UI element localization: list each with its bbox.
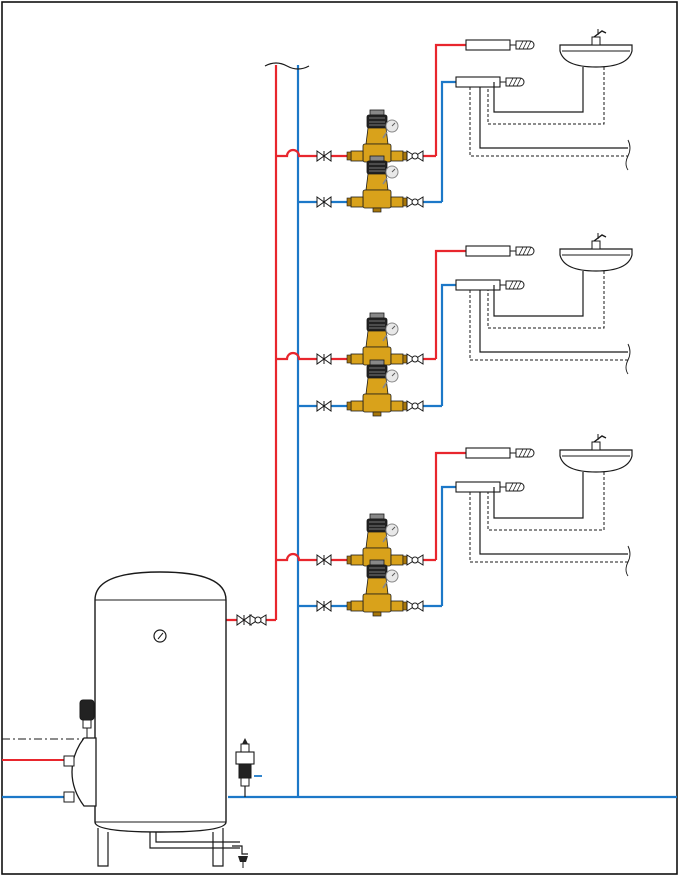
hot-manifold bbox=[465, 447, 511, 459]
pressure-reducing-valve-icon bbox=[346, 559, 408, 617]
washbasin-icon bbox=[559, 28, 633, 68]
pressure-gauge-icon bbox=[153, 629, 167, 643]
storage-tank bbox=[94, 571, 240, 867]
safety-valve-icon bbox=[235, 738, 262, 797]
hot-manifold bbox=[465, 245, 511, 257]
floor-3-branch bbox=[276, 433, 633, 617]
tank-hot-outlet bbox=[226, 614, 276, 626]
floor-2-branch bbox=[276, 232, 633, 417]
electric-heater-icon bbox=[63, 737, 97, 807]
washbasin-icon bbox=[559, 433, 633, 473]
pressure-reducing-valve-icon bbox=[346, 155, 408, 213]
pressure-reducing-valve-icon bbox=[346, 359, 408, 417]
pipe-break-symbol bbox=[264, 62, 310, 70]
washbasin-icon bbox=[559, 232, 633, 272]
thermostat-icon bbox=[79, 699, 95, 738]
hot-manifold bbox=[465, 39, 511, 51]
drain-icon bbox=[232, 845, 248, 868]
floor-1-branch bbox=[276, 28, 633, 213]
